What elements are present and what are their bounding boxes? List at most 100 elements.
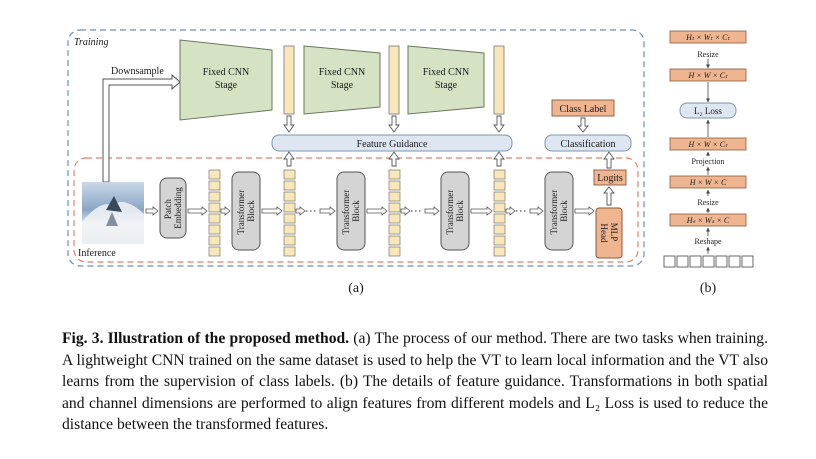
arrow-block1-to-tokens xyxy=(261,206,283,216)
token-4-8 xyxy=(493,246,506,257)
pb-token-3 xyxy=(689,255,702,268)
pb-loss-label: L₂ Loss xyxy=(694,106,722,116)
transformer-block-2: Transformer Block xyxy=(336,171,366,251)
pb-token-7 xyxy=(741,255,754,268)
transformer-block-2-line1: Transformer xyxy=(341,190,351,235)
token-3-5 xyxy=(388,213,401,224)
downsample-label: Downsample xyxy=(111,66,164,77)
transformer-block-1-line2: Block xyxy=(246,200,256,222)
transformer-block-3-line2: Block xyxy=(455,200,465,222)
token-1-5 xyxy=(208,213,221,224)
transformer-block-4: Transformer Block xyxy=(544,171,574,251)
pb-box-5-label: H × W × C xyxy=(689,178,727,187)
arrow-into-block2 xyxy=(319,206,336,216)
classification-label: Classification xyxy=(561,139,616,150)
arrow-into-block4 xyxy=(529,206,544,216)
pb-box-5 xyxy=(669,175,747,189)
token-1-2 xyxy=(208,180,221,191)
patch-embedding-block xyxy=(159,177,187,239)
cnn-feature-3 xyxy=(493,45,505,115)
pb-box-2-label: H × W × Cₜ xyxy=(688,71,729,80)
pb-box-4-label: H × W × Cₜ xyxy=(688,140,729,149)
svg-text:Transformer Block: Transformer Block xyxy=(341,188,361,235)
cnn-feature-1 xyxy=(283,45,295,115)
arrow-into-block3 xyxy=(424,206,440,216)
token-2-3 xyxy=(283,191,296,202)
pb-token-row xyxy=(663,255,754,268)
feature-guidance-bar xyxy=(271,134,513,152)
cnn-stage-3-label-line1: Fixed CNN xyxy=(423,67,469,78)
panel-a: Training Inference Downsample Fixed CNN … xyxy=(67,29,645,296)
token-3-7 xyxy=(388,235,401,246)
training-label: Training xyxy=(74,37,108,48)
panel-b: Hₜ × Wₜ × Cₜ Resize H × W × Cₜ L₂ Loss H… xyxy=(663,30,754,296)
token-1-1 xyxy=(208,169,221,180)
pb-token-5 xyxy=(715,255,728,268)
pb-box-6 xyxy=(669,213,747,227)
arrow-image-to-embedding xyxy=(145,206,159,216)
flow-arrows xyxy=(145,206,595,216)
token-2-6 xyxy=(283,224,296,235)
token-2-5 xyxy=(283,213,296,224)
head-to-logits-arrow xyxy=(603,186,615,206)
arrow-tokens-out-3 xyxy=(505,206,516,216)
figure-caption: Fig. 3. Illustration of the proposed met… xyxy=(62,328,768,436)
arrow-block3-to-tokens xyxy=(470,206,493,216)
pb-box-2 xyxy=(669,68,747,82)
svg-text:Transformer Block: Transformer Block xyxy=(445,188,465,235)
pb-box-1-label: Hₜ × Wₜ × Cₜ xyxy=(685,33,730,42)
token-4-3 xyxy=(493,191,506,202)
pb-label-5: Resize xyxy=(697,198,719,207)
patch-embedding-line2: Embedding xyxy=(173,187,183,229)
token-4-1 xyxy=(493,169,506,180)
cnn-stage-1: Fixed CNN Stage xyxy=(179,39,273,121)
pb-token-4 xyxy=(702,255,715,268)
cnn-stage-2: Fixed CNN Stage xyxy=(303,45,381,115)
arrow-block4-to-head xyxy=(574,206,595,216)
token-4-7 xyxy=(493,235,506,246)
token-3-2 xyxy=(388,180,401,191)
pb-label-1: Resize xyxy=(697,50,719,59)
pb-token-1 xyxy=(663,255,676,268)
pb-token-2 xyxy=(676,255,689,268)
token-4-2 xyxy=(493,180,506,191)
method-diagram: Training Inference Downsample Fixed CNN … xyxy=(67,29,754,296)
pb-loss-box xyxy=(679,102,737,119)
token-1-3 xyxy=(208,191,221,202)
classification-bar xyxy=(544,134,632,152)
token-columns xyxy=(208,169,506,257)
training-region xyxy=(67,29,645,267)
pb-token-6 xyxy=(728,255,741,268)
caption-title: Fig. 3. Illustration of the proposed met… xyxy=(62,330,350,347)
input-image xyxy=(82,182,144,244)
transformer-block-1: Transformer Block xyxy=(231,171,261,251)
panel-a-caption: (a) xyxy=(348,281,364,296)
downsample-arrow xyxy=(102,73,181,183)
token-2-1 xyxy=(283,169,296,180)
svg-text:Transformer Block: Transformer Block xyxy=(549,188,569,235)
cnn-stage-2-label-line2: Stage xyxy=(331,80,354,91)
pb-label-4: Projection xyxy=(692,157,725,166)
transformer-block-3-line1: Transformer xyxy=(445,190,455,235)
feature-guidance-label: Feature Guidance xyxy=(357,139,428,150)
svg-text:MLP Head: MLP Head xyxy=(599,223,619,243)
token-3-8 xyxy=(388,246,401,257)
token-2-4 xyxy=(283,202,296,213)
arrow-embedding-to-tokens xyxy=(187,206,208,216)
logits-to-classification-arrow xyxy=(603,151,615,169)
token-1-8 xyxy=(208,246,221,257)
cnn-stage-1-label-line2: Stage xyxy=(215,80,238,91)
cnn-stage-3-label-line2: Stage xyxy=(435,80,458,91)
cnn-stage-3: Fixed CNN Stage xyxy=(407,45,485,115)
mlp-head-line1: MLP xyxy=(609,223,619,242)
logits-label: Logits xyxy=(597,173,623,184)
panel-b-caption: (b) xyxy=(700,281,717,296)
token-3-3 xyxy=(388,191,401,202)
transformer-block-1-line1: Transformer xyxy=(236,190,246,235)
class-label-text: Class Label xyxy=(560,104,607,115)
cnn-to-guidance-arrows xyxy=(283,115,505,133)
svg-text:Transformer Block: Transformer Block xyxy=(236,188,256,235)
patch-embedding-label: Patch Embedding xyxy=(163,187,183,229)
pb-box-1 xyxy=(669,30,747,44)
token-4-5 xyxy=(493,213,506,224)
